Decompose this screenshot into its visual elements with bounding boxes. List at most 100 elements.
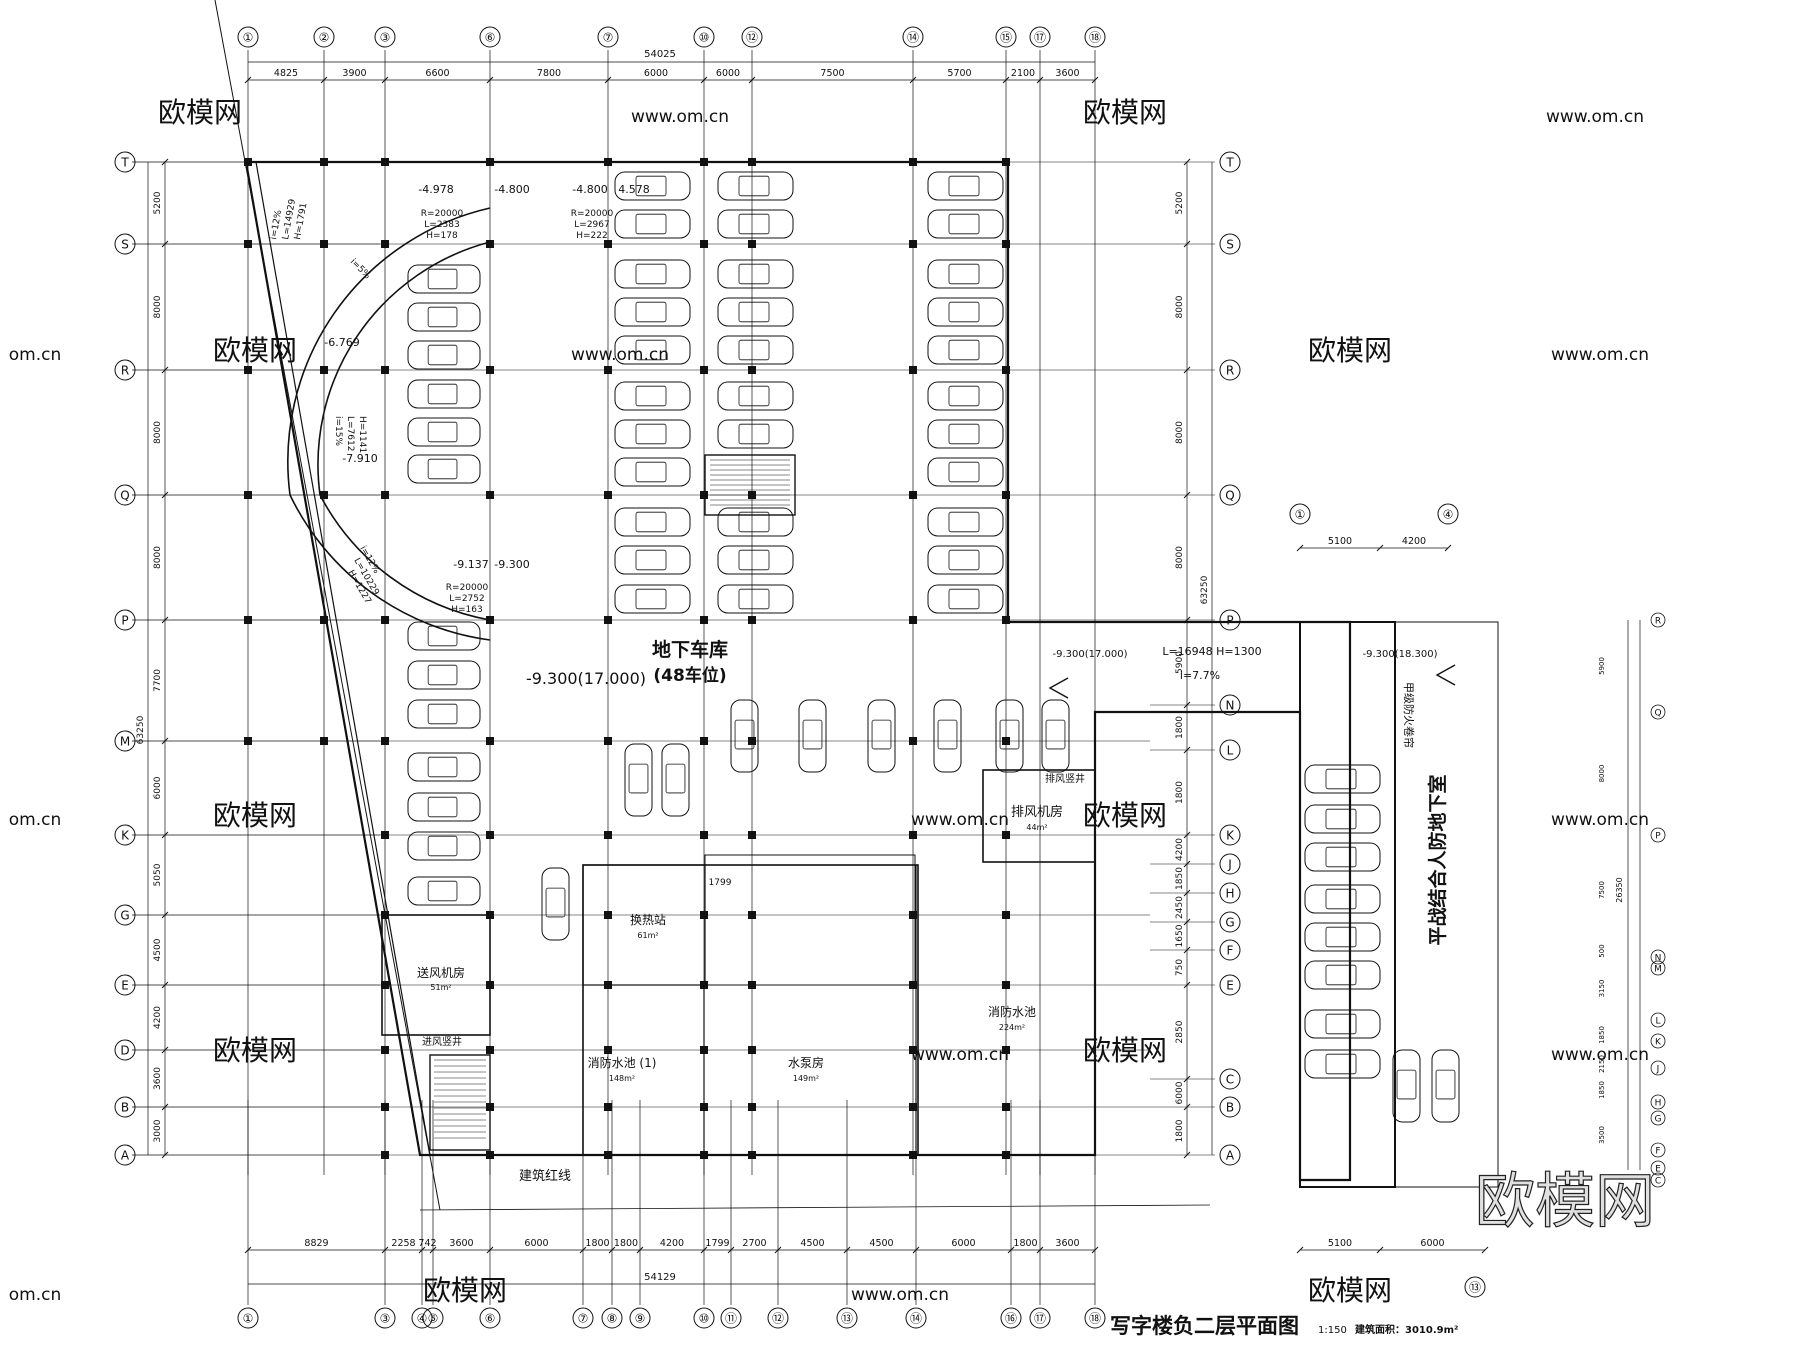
dim-bottom-tick xyxy=(579,1246,587,1254)
dim-bottom-tick xyxy=(1091,1246,1099,1254)
curve-c-3: H=163 xyxy=(451,605,483,615)
grid-bubble-bottom: ① xyxy=(237,1307,259,1329)
drawing-scale: 1:150 xyxy=(1318,1325,1347,1336)
structural-column xyxy=(1002,911,1010,919)
grid-bubble-top: ⑰ xyxy=(1029,26,1051,48)
parking-space xyxy=(927,259,1004,289)
watermark-url: www.om.cn xyxy=(631,107,729,127)
grid-bubble-circle xyxy=(1029,26,1051,48)
structural-column xyxy=(700,1103,708,1111)
parking-space xyxy=(614,507,691,537)
car-cabin xyxy=(734,719,755,750)
grid-bubble-circle xyxy=(1219,484,1241,506)
car-body xyxy=(1304,1049,1381,1079)
grid-bubble-circle xyxy=(1464,1276,1486,1298)
dim-bottom-label: 6000 xyxy=(524,1238,548,1249)
car-body xyxy=(717,381,794,411)
structural-column xyxy=(486,1151,494,1159)
parking-space xyxy=(1304,884,1381,914)
car-body xyxy=(927,545,1004,575)
structural-column xyxy=(909,911,917,919)
watermark-brand: 欧模网 xyxy=(1083,1034,1167,1067)
grid-bubble-right: N xyxy=(1219,694,1241,716)
car-body xyxy=(933,699,962,773)
car-cabin xyxy=(1435,1069,1456,1100)
dim-right-tick xyxy=(1183,1103,1191,1111)
dim-right-label: 6000 xyxy=(1175,1081,1185,1104)
car-cabin xyxy=(948,175,980,197)
structural-column xyxy=(909,981,917,989)
structural-column xyxy=(748,1151,756,1159)
grid-bubble-label: R xyxy=(1655,617,1661,627)
grid-bubble-label: ③ xyxy=(380,31,391,45)
grid-bubble-label: ② xyxy=(319,31,330,45)
structural-column xyxy=(244,240,252,248)
ramp-annotations: -4.978 -4.800 -4.800 4.578 -6.769 -7.910… xyxy=(269,183,1438,682)
grid-bubble-circle xyxy=(767,1307,789,1329)
grid-bubble-bottom: ⑭ xyxy=(905,1307,927,1329)
parking-space xyxy=(407,379,481,409)
supply-room-label: 送风机房 xyxy=(417,965,465,980)
structural-column xyxy=(1002,491,1010,499)
parking-space xyxy=(1431,1049,1460,1123)
dim-right-tick xyxy=(1183,1151,1191,1159)
grid-bubble-label: ⑱ xyxy=(1089,31,1101,45)
dim-top-tick xyxy=(1036,76,1044,84)
parking-space xyxy=(927,335,1004,365)
walls xyxy=(214,0,1499,1211)
structural-column xyxy=(381,1103,389,1111)
grid-bubble-circle xyxy=(1650,960,1666,976)
parking-space xyxy=(717,209,794,239)
structural-column xyxy=(909,240,917,248)
parking-space xyxy=(407,792,481,822)
dim-annex-right-label: 2150 xyxy=(1598,1055,1606,1073)
grid-bubble-label: F xyxy=(1655,1147,1660,1157)
dim-bottom-tick xyxy=(418,1246,426,1254)
grid-bubble-circle xyxy=(1219,1096,1241,1118)
parking-space xyxy=(717,507,794,537)
car-cabin xyxy=(427,625,458,647)
grid-bubble-bottom: ⑱ xyxy=(1084,1307,1106,1329)
ramp-curve-inner xyxy=(317,241,491,621)
parking-space xyxy=(1304,1009,1381,1039)
grid-bubble-circle xyxy=(479,1307,501,1329)
grid-bubble-circle xyxy=(1437,503,1459,525)
car-body xyxy=(927,297,1004,327)
dim-left-tick xyxy=(161,831,169,839)
grid-bubble-left: T xyxy=(114,151,136,173)
dim-bottom-label: 742 xyxy=(418,1238,436,1249)
grid-bubble-label: A xyxy=(121,1149,130,1163)
car-body xyxy=(614,545,691,575)
parking-space xyxy=(614,545,691,575)
car-body xyxy=(717,259,794,289)
dim-annex-bottom-tick xyxy=(1481,1246,1489,1254)
watermark-brand: 欧模网 xyxy=(1308,334,1392,367)
red-line xyxy=(419,1204,1211,1211)
parking-space xyxy=(927,457,1004,487)
structural-column xyxy=(909,1103,917,1111)
grid-bubble-circle xyxy=(237,1307,259,1329)
grid-bubble-right: A xyxy=(1219,1144,1241,1166)
dim-annex-top-tick xyxy=(1376,544,1384,552)
dim-right-label: 8000 xyxy=(1175,546,1185,569)
curve-b-2: L=2967 xyxy=(574,220,609,230)
grid-bubble-label: H xyxy=(1655,1099,1662,1109)
car-cabin xyxy=(1325,926,1357,948)
dim-top-tick xyxy=(486,76,494,84)
drawing-title: 写字楼负二层平面图 xyxy=(1110,1314,1299,1338)
car-cabin xyxy=(427,344,458,366)
grid-bubble-label: B xyxy=(121,1101,129,1115)
grid-bubble-label: ⑯ xyxy=(1005,1312,1017,1326)
grid-bubble-circle xyxy=(114,151,136,173)
structural-column xyxy=(381,737,389,745)
parking-space xyxy=(717,419,794,449)
grid-bubble-annex-right: P xyxy=(1650,827,1666,843)
car-body xyxy=(407,379,481,409)
car-cabin xyxy=(802,719,823,750)
dim-right-label: 2850 xyxy=(1175,1020,1185,1043)
curve-b-1: R=20000 xyxy=(571,209,614,219)
watermark-url: www.om.cn xyxy=(1551,1045,1649,1065)
grid-bubble-bottom: ④ xyxy=(411,1307,433,1329)
fire-shutter-label: 甲级防火卷帘 xyxy=(1402,682,1416,748)
car-cabin xyxy=(948,549,980,571)
